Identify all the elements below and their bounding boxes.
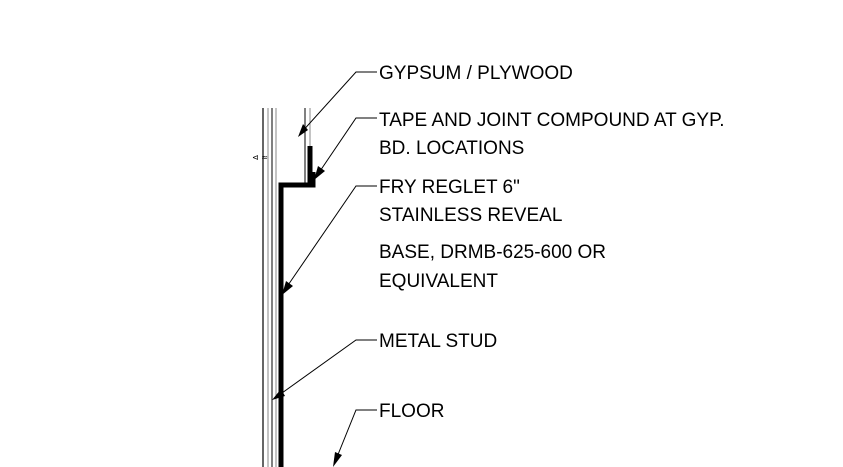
callout-floor-line-1: FLOOR (379, 401, 444, 422)
callout-gypsum-line-1: GYPSUM / PLYWOOD (379, 63, 573, 84)
callout-stud-line-1: METAL STUD (379, 331, 497, 352)
wall-assembly: ⊲ ≈ (252, 108, 316, 467)
wall-type-mark: ⊲ ≈ (252, 153, 268, 162)
callout-reglet-line-2: STAINLESS REVEAL (379, 205, 562, 226)
leaders (272, 71, 377, 467)
leader-tape-arrow (314, 166, 325, 180)
callout-tape-line-1: TAPE AND JOINT COMPOUND AT GYP. (379, 110, 725, 131)
leader-floor (334, 409, 377, 463)
callout-reglet-line-1: FRY REGLET 6" (379, 177, 520, 198)
leader-gypsum (299, 71, 377, 135)
callout-reglet-line-4: EQUIVALENT (379, 271, 498, 292)
leader-tape (315, 117, 377, 178)
leader-stud (274, 339, 377, 399)
leader-reglet-arrow (282, 281, 293, 295)
leader-floor-arrow (333, 452, 342, 467)
leader-reglet (283, 185, 377, 292)
callout-reglet-line-3: BASE, DRMB-625-600 OR (379, 242, 606, 263)
reveal-base-profile (278, 172, 316, 467)
callout-tape-line-2: BD. LOCATIONS (379, 138, 524, 159)
callout-labels: GYPSUM / PLYWOOD TAPE AND JOINT COMPOUND… (379, 63, 725, 422)
leader-stud-arrow (272, 389, 285, 400)
leader-gypsum-arrow (298, 124, 308, 137)
